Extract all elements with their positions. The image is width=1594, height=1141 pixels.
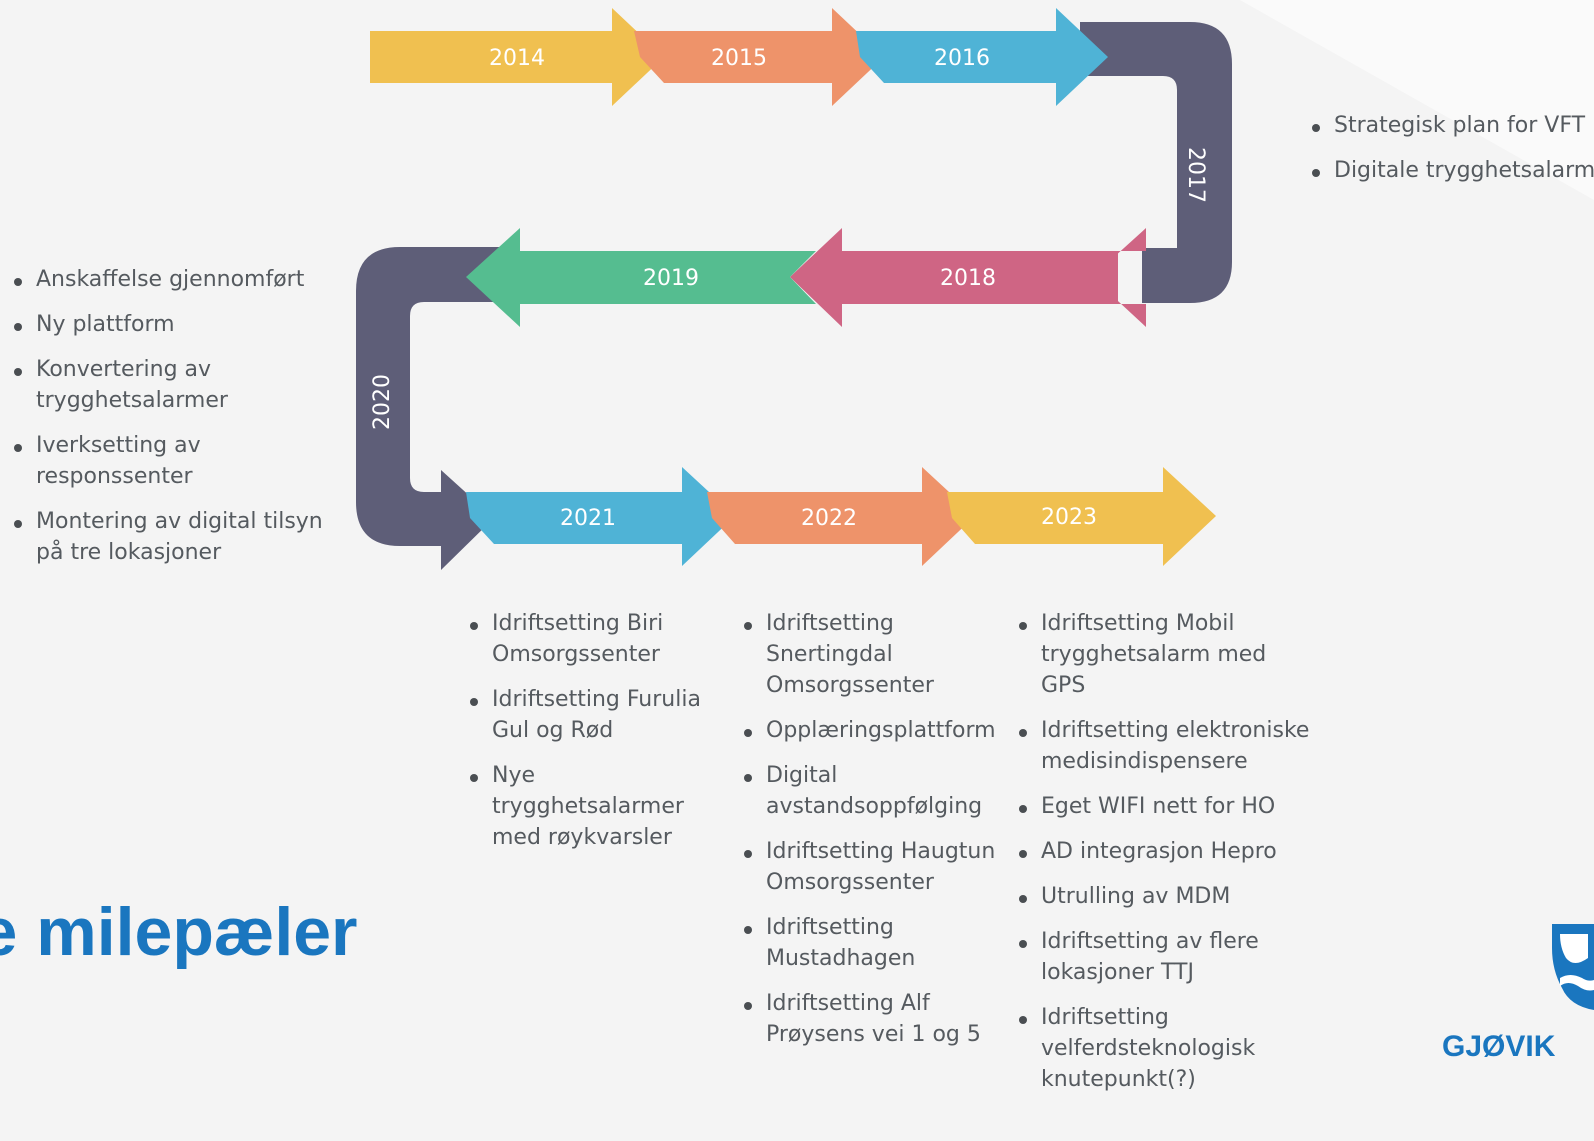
list-item: Utrulling av MDM bbox=[1015, 881, 1315, 912]
year-label-2019: 2019 bbox=[643, 266, 699, 291]
year-label-2020: 2020 bbox=[370, 374, 395, 430]
milestone-list-2020: Anskaffelse gjennomført Ny plattform Kon… bbox=[10, 264, 340, 582]
arrow-2015 bbox=[634, 8, 884, 106]
list-item: Eget WIFI nett for HO bbox=[1015, 791, 1315, 822]
list-item: Digitale trygghetsalarmer bbox=[1308, 155, 1594, 186]
list-item: Idriftsetting elektroniske medisindispen… bbox=[1015, 715, 1315, 777]
list-item: Idriftsetting Snertingdal Omsorgssenter bbox=[740, 608, 1010, 701]
list-item: Konvertering av trygghetsalarmer bbox=[10, 354, 340, 416]
logo-text: GJØVIK bbox=[1442, 1030, 1556, 1063]
arrow-2014 bbox=[370, 8, 664, 106]
gjovik-shield-icon bbox=[1552, 924, 1594, 1010]
list-item: Iverksetting av responssenter bbox=[10, 430, 340, 492]
list-item: Montering av digital tilsyn på tre lokas… bbox=[10, 506, 340, 568]
list-item: Idriftsetting Alf Prøysens vei 1 og 5 bbox=[740, 988, 1010, 1050]
year-label-2023: 2023 bbox=[1041, 505, 1097, 530]
list-item: Idriftsetting Mobil trygghetsalarm med G… bbox=[1015, 608, 1315, 701]
list-item: Digital avstandsoppfølging bbox=[740, 760, 1010, 822]
year-label-2022: 2022 bbox=[801, 506, 857, 531]
list-item: Idriftsetting Mustadhagen bbox=[740, 912, 1010, 974]
milestone-list-2023: Idriftsetting Mobil trygghetsalarm med G… bbox=[1015, 608, 1315, 1109]
year-label-2014: 2014 bbox=[489, 46, 545, 71]
arrow-2020-head bbox=[420, 470, 494, 570]
milestone-list-2021: Idriftsetting Biri Omsorgssenter Idrifts… bbox=[466, 608, 716, 867]
list-item: Anskaffelse gjennomført bbox=[10, 264, 340, 295]
list-item: AD integrasjon Hepro bbox=[1015, 836, 1315, 867]
arrow-2023 bbox=[947, 467, 1216, 566]
connector-2017 bbox=[1080, 22, 1232, 303]
list-item: Nye trygghetsalarmer med røykvarsler bbox=[466, 760, 716, 853]
arrow-2018-body bbox=[790, 228, 1118, 327]
list-item: Idriftsetting Furulia Gul og Rød bbox=[466, 684, 716, 746]
list-item: Idriftsetting av flere lokasjoner TTJ bbox=[1015, 926, 1315, 988]
list-item: Idriftsetting Haugtun Omsorgssenter bbox=[740, 836, 1010, 898]
arrow-2016 bbox=[856, 8, 1108, 106]
list-item: Idriftsetting velferdsteknologisk knutep… bbox=[1015, 1002, 1315, 1095]
page-title: ge milepæler bbox=[0, 894, 358, 970]
connector-2020 bbox=[356, 247, 500, 546]
year-label-2016: 2016 bbox=[934, 46, 990, 71]
list-item: Ny plattform bbox=[10, 309, 340, 340]
year-label-2017: 2017 bbox=[1183, 147, 1208, 203]
year-label-2021: 2021 bbox=[560, 506, 616, 531]
list-item: Strategisk plan for VFT bbox=[1308, 110, 1594, 141]
milestone-list-2022: Idriftsetting Snertingdal Omsorgssenter … bbox=[740, 608, 1010, 1064]
milestone-list-2017: Strategisk plan for VFT Digitale trygghe… bbox=[1308, 110, 1594, 200]
list-item: Opplæringsplattform bbox=[740, 715, 1010, 746]
arrow-2021 bbox=[466, 467, 735, 566]
year-label-2015: 2015 bbox=[711, 46, 767, 71]
arrow-2022 bbox=[707, 467, 975, 566]
year-label-2018: 2018 bbox=[940, 266, 996, 291]
arrow-2019 bbox=[466, 228, 816, 327]
list-item: Idriftsetting Biri Omsorgssenter bbox=[466, 608, 716, 670]
